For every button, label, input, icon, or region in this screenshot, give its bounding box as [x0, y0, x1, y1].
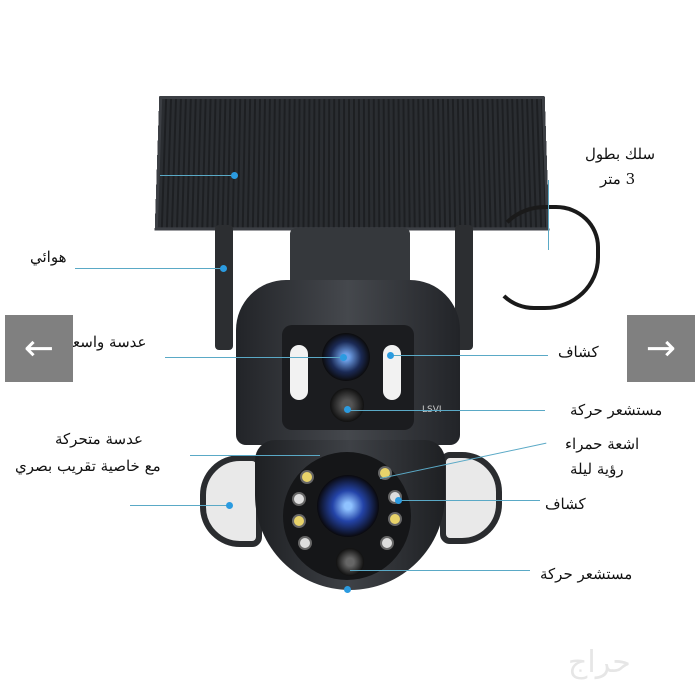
label-moving-lens: عدسة متحركة: [55, 430, 143, 448]
callout-line: [75, 268, 223, 269]
pir-sensor-bottom: [336, 548, 364, 576]
label-motion-sensor-bottom: مستشعر حركة: [540, 565, 632, 583]
solar-panel: [155, 96, 550, 230]
white-light-left: [290, 345, 308, 400]
callout-dot: [387, 352, 394, 359]
previous-image-button[interactable]: ←: [5, 315, 73, 382]
ptz-lens: [317, 475, 379, 537]
led: [380, 536, 394, 550]
arrow-left-icon: ←: [24, 328, 54, 369]
label-cable: سلك بطول: [585, 145, 655, 163]
antenna-left: [215, 225, 233, 350]
side-lamp-left: [200, 455, 262, 547]
label-cable-length: 3 متر: [600, 170, 635, 188]
callout-line: [548, 180, 549, 250]
callout-dot: [231, 172, 238, 179]
callout-line: [130, 505, 230, 506]
callout-dot: [395, 497, 402, 504]
label-motion-sensor-top: مستشعر حركة: [570, 401, 662, 419]
led: [388, 512, 402, 526]
callout-line: [400, 500, 540, 501]
callout-line: [350, 570, 530, 571]
callout-line: [160, 175, 235, 176]
label-optical-zoom: مع خاصية تقريب بصري: [15, 457, 161, 475]
callout-dot: [344, 406, 351, 413]
callout-line: [390, 355, 548, 356]
side-lamp-right: [440, 452, 502, 544]
label-spotlight-top: كشاف: [558, 343, 599, 361]
label-night-vision: رؤية ليلة: [570, 460, 624, 478]
pir-sensor-top: [330, 388, 364, 422]
led: [298, 536, 312, 550]
callout-dot: [226, 502, 233, 509]
label-infrared: اشعة حمراء: [565, 435, 639, 453]
watermark: حراج: [568, 645, 631, 680]
led: [300, 470, 314, 484]
cable: [490, 205, 600, 310]
label-wide-lens: عدسة واسعة: [65, 333, 146, 351]
next-image-button[interactable]: →: [627, 315, 695, 382]
callout-line: [190, 455, 320, 456]
callout-dot: [344, 586, 351, 593]
callout-line: [350, 410, 545, 411]
callout-dot: [340, 354, 347, 361]
callout-line: [165, 357, 345, 358]
mount-bracket: [290, 228, 410, 288]
label-spotlight-bottom: كشاف: [545, 495, 586, 513]
callout-dot: [220, 265, 227, 272]
led: [292, 492, 306, 506]
arrow-right-icon: →: [646, 328, 676, 369]
led: [292, 514, 306, 528]
label-antenna: هوائي: [30, 248, 67, 266]
